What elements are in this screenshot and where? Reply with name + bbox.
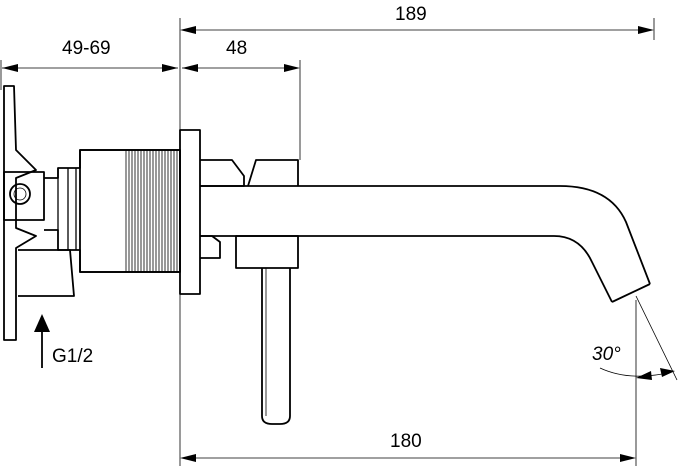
threaded-sleeve <box>79 149 181 273</box>
lever-handle <box>261 268 291 425</box>
dimension-connection-range: 49-69 <box>2 38 178 72</box>
dimension-189-label: 189 <box>395 4 427 25</box>
angle-30-label: 30° <box>592 344 621 365</box>
spout-base <box>200 159 299 269</box>
cross-handle <box>3 85 45 341</box>
dimension-49-69-label: 49-69 <box>62 38 111 59</box>
extension-lines <box>0 18 655 466</box>
wall-flange <box>179 129 201 295</box>
inlet-thread-label: G1/2 <box>52 346 93 367</box>
dimension-spout-angle: 30° <box>592 295 678 381</box>
dimension-spout-projection: 180 <box>180 431 636 462</box>
dimension-48-label: 48 <box>226 38 247 59</box>
dimension-180-label: 180 <box>390 431 422 452</box>
inlet-arrow: G1/2 <box>34 314 93 368</box>
dimension-overall-length: 189 <box>180 4 654 34</box>
spout <box>200 185 651 303</box>
dimension-body-depth: 48 <box>182 38 300 72</box>
